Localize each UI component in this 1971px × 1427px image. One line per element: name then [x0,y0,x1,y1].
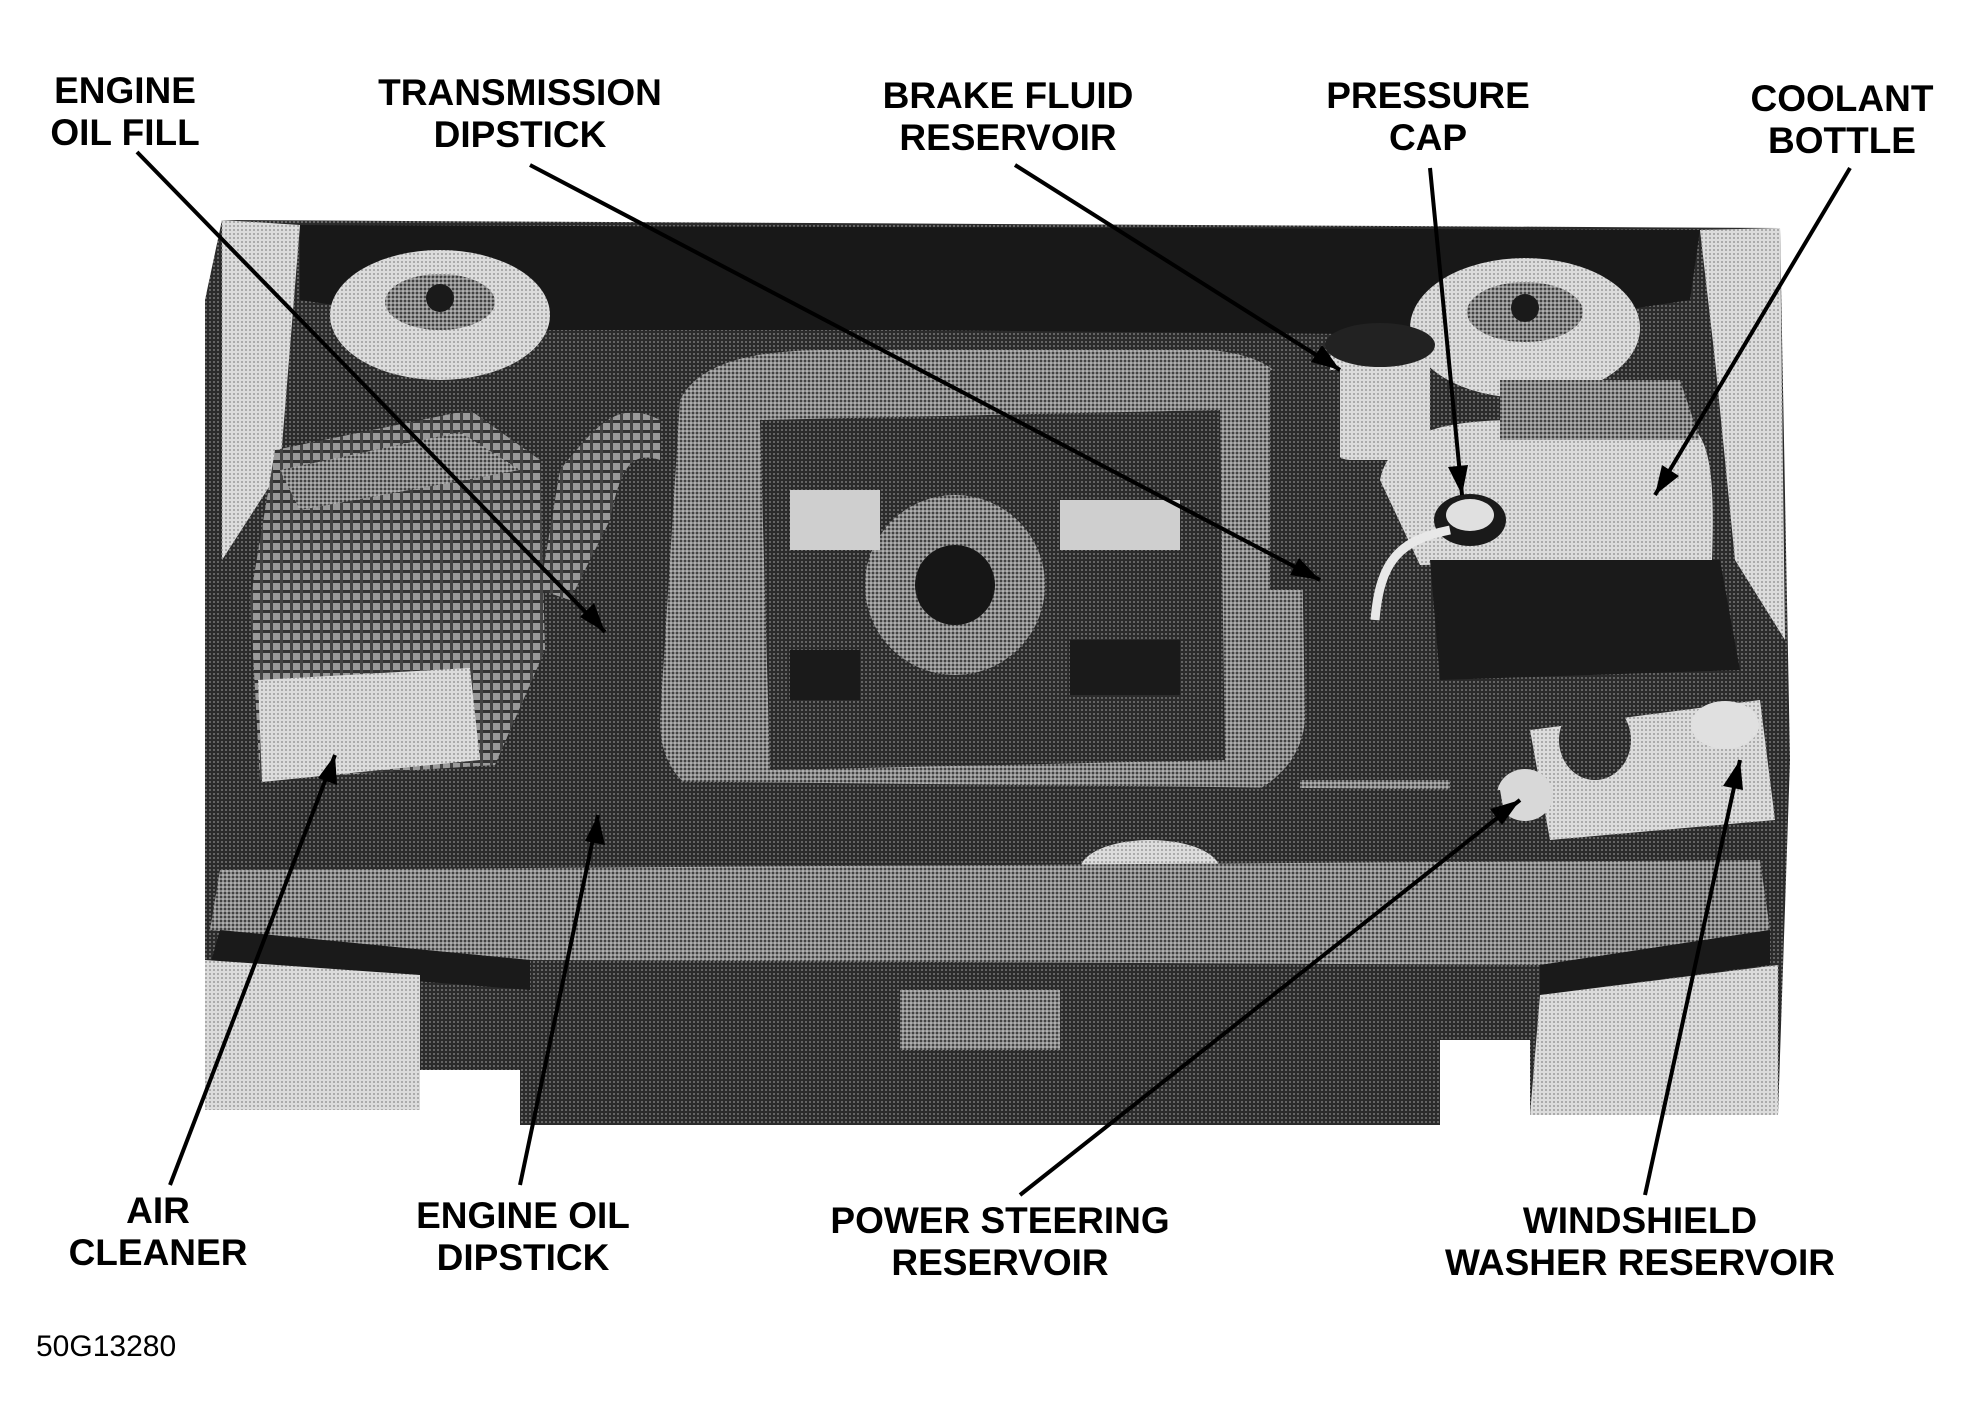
arrowhead-air-cleaner [318,755,337,785]
cowl-panel [300,225,1700,335]
arrowhead-engine-oil-dipstick [585,815,605,845]
label-engine-oil-fill-line1: ENGINE [54,70,196,111]
arrowhead-coolant-bottle [1655,465,1679,495]
pressure-cap-part [1370,494,1506,621]
label-windshield-washer-reservoir-line1: WINDSHIELD [1522,1200,1758,1241]
intake-hose [540,412,660,600]
label-power-steering-reservoir-line2: RESERVOIR [891,1242,1109,1283]
label-coolant-bottle: COOLANT BOTTLE [1751,78,1934,162]
brake-fluid-reservoir-part [1270,323,1435,590]
arrowhead-transmission-dipstick [1290,558,1320,580]
figure-id: 50G13280 [36,1330,177,1363]
hood-latch [900,990,1060,1050]
label-engine-oil-fill-line2: OIL FILL [50,112,200,153]
air-cleaner-box [250,410,545,782]
label-pressure-cap-line2: CAP [1388,117,1468,158]
radiator-support [210,860,1770,995]
label-engine-oil-dipstick-line2: DIPSTICK [436,1237,610,1278]
arrowhead-washer-reservoir [1723,760,1743,790]
leader-line-transmission-dipstick [529,163,1321,582]
label-engine-oil-dipstick-line1: ENGINE OIL [416,1195,630,1236]
right-fender [1700,228,1785,640]
leader-line-engine-oil-fill [135,150,607,634]
leader-lines [135,150,1852,1197]
leader-line-engine-oil-dipstick [518,814,600,1186]
label-brake-fluid-reservoir: BRAKE FLUID RESERVOIR [883,75,1134,159]
label-transmission-dipstick-line1: TRANSMISSION [378,72,662,113]
label-windshield-washer-reservoir-line2: WASHER RESERVOIR [1445,1242,1835,1283]
leader-line-air-cleaner [168,754,337,1186]
label-brake-fluid-reservoir-line2: RESERVOIR [899,117,1117,158]
leader-line-coolant-bottle [1653,166,1852,497]
arrowhead-power-steering [1490,800,1520,825]
label-transmission-dipstick-line2: DIPSTICK [433,114,607,155]
label-air-cleaner: AIR CLEANER [69,1190,248,1274]
label-brake-fluid-reservoir-line1: BRAKE FLUID [882,75,1134,116]
arrowhead-engine-oil-fill [580,603,605,632]
leader-line-brake-fluid-reservoir [1013,163,1342,372]
label-pressure-cap-line1: PRESSURE [1326,75,1530,116]
label-windshield-washer-reservoir: WINDSHIELD WASHER RESERVOIR [1445,1200,1835,1284]
label-transmission-dipstick: TRANSMISSION DIPSTICK [378,72,662,156]
left-fender [222,220,300,560]
label-engine-oil-fill: ENGINE OIL FILL [50,70,199,154]
label-power-steering-reservoir-line1: POWER STEERING [830,1200,1170,1241]
lower-bumper-area [520,990,1440,1125]
label-air-cleaner-line2: CLEANER [68,1232,248,1273]
washer-reservoir-part [1530,700,1775,840]
label-coolant-bottle-line2: BOTTLE [1768,120,1916,161]
leader-line-power-steering-reservoir [1018,798,1522,1197]
left-strut-tower [330,250,550,380]
label-coolant-bottle-line1: COOLANT [1750,78,1934,119]
right-headlamp-area [1530,965,1778,1115]
label-engine-oil-dipstick: ENGINE OIL DIPSTICK [416,1195,630,1279]
leader-line-washer-reservoir [1643,759,1742,1196]
leader-line-pressure-cap [1428,167,1464,496]
left-headlamp-area [205,960,420,1110]
arrowhead-brake-fluid-reservoir [1311,345,1340,370]
label-power-steering-reservoir: POWER STEERING RESERVOIR [830,1200,1169,1284]
label-pressure-cap: PRESSURE CAP [1326,75,1530,159]
right-strut-tower [1410,258,1640,398]
leader-arrowheads [318,345,1743,845]
engine-cover [660,350,1305,815]
label-air-cleaner-line1: AIR [126,1190,190,1231]
arrowhead-pressure-cap [1448,465,1468,495]
